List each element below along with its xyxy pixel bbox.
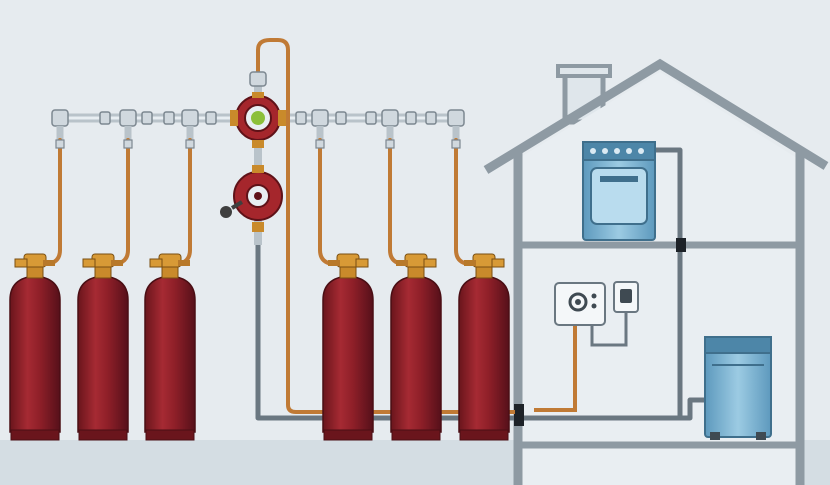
- hose-couplings: [55, 139, 461, 149]
- cylinders: [9, 253, 510, 441]
- gas-stove: [582, 141, 656, 241]
- gas-cylinder: [77, 253, 129, 441]
- gas-cylinder: [390, 253, 442, 441]
- boiler-feed-pipe: [534, 325, 577, 412]
- regulator-assembly: [220, 38, 515, 414]
- house-gas-pipes: [255, 147, 705, 426]
- gas-cylinder: [458, 253, 510, 441]
- wall-boiler: [554, 281, 639, 347]
- gas-cylinder: [322, 253, 374, 441]
- chimney-cap: [556, 64, 612, 78]
- floor-boiler: [704, 336, 772, 440]
- roof: [483, 58, 829, 174]
- gas-cylinder: [9, 253, 61, 441]
- gas-cylinder: [144, 253, 196, 441]
